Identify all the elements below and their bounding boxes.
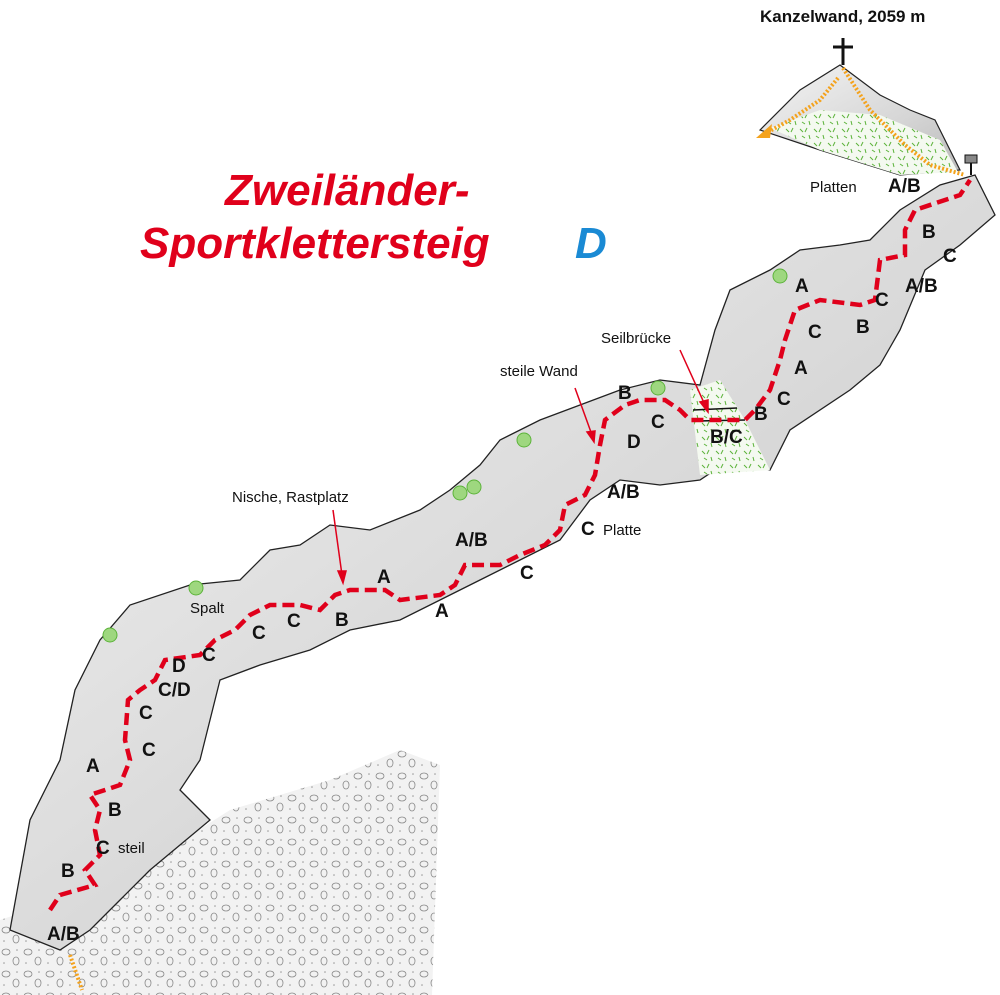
summit-label: Kanzelwand, 2059 m xyxy=(760,7,925,26)
grade-label: C xyxy=(943,246,957,267)
grade-label: B xyxy=(922,222,936,243)
grade-label: A xyxy=(795,276,809,297)
grade-label: C xyxy=(875,290,889,311)
scree-field xyxy=(0,750,440,995)
grade-label: C xyxy=(287,611,301,632)
title-line1: Zweiländer- xyxy=(223,166,470,215)
label-platten: Platten xyxy=(810,179,857,196)
grade-label: B xyxy=(61,861,75,882)
grade-label: B/C xyxy=(710,427,743,448)
difficulty-grade: D xyxy=(575,219,607,268)
grade-label: B xyxy=(108,800,122,821)
bush-icons xyxy=(102,268,788,643)
grade-label: A/B xyxy=(455,530,488,551)
grade-label: A xyxy=(435,601,449,622)
grade-label: B xyxy=(618,383,632,404)
grass-ledge xyxy=(690,380,770,475)
grade-label: C xyxy=(139,703,153,724)
grade-labels: A/B B C A/B C B A C A C B B/C B C D A/B … xyxy=(47,176,957,945)
title-line2: Sportklettersteig xyxy=(140,219,490,268)
grade-label: C xyxy=(520,563,534,584)
grade-label: D xyxy=(172,656,186,677)
summit-grass xyxy=(770,110,958,175)
grade-label: A/B xyxy=(905,276,938,297)
grade-label: C xyxy=(202,645,216,666)
grade-label: C xyxy=(96,838,110,859)
rock-ridge xyxy=(9,174,996,951)
grade-label: A/B xyxy=(47,924,80,945)
route-sign-icon xyxy=(964,154,978,175)
summit-cross-icon xyxy=(833,38,853,65)
label-steile-wand: steile Wand xyxy=(500,363,578,380)
grade-label: A/B xyxy=(607,482,640,503)
grade-label: A/B xyxy=(888,176,921,197)
grade-label: C/D xyxy=(158,680,191,701)
descent-arrow-icon xyxy=(756,124,772,138)
grade-label: C xyxy=(777,389,791,410)
annotation-arrows xyxy=(332,349,709,586)
grade-label: C xyxy=(252,623,266,644)
grade-label: D xyxy=(627,432,641,453)
label-spalt: Spalt xyxy=(190,600,225,617)
grade-label: B xyxy=(335,610,349,631)
grade-label: A xyxy=(86,756,100,777)
grade-label: B xyxy=(856,317,870,338)
grade-label: A xyxy=(377,567,391,588)
grade-label: B xyxy=(754,404,768,425)
grade-label: C xyxy=(142,740,156,761)
label-nische: Nische, Rastplatz xyxy=(232,489,349,506)
grade-label: C xyxy=(651,412,665,433)
grade-label: C xyxy=(808,322,822,343)
grade-label: A xyxy=(794,358,808,379)
label-steil: steil xyxy=(118,840,145,857)
label-platte: Platte xyxy=(603,522,641,539)
descent-path xyxy=(767,66,966,177)
via-ferrata-route xyxy=(48,178,972,912)
grade-label: C xyxy=(581,519,595,540)
label-seilbruecke: Seilbrücke xyxy=(601,330,671,347)
